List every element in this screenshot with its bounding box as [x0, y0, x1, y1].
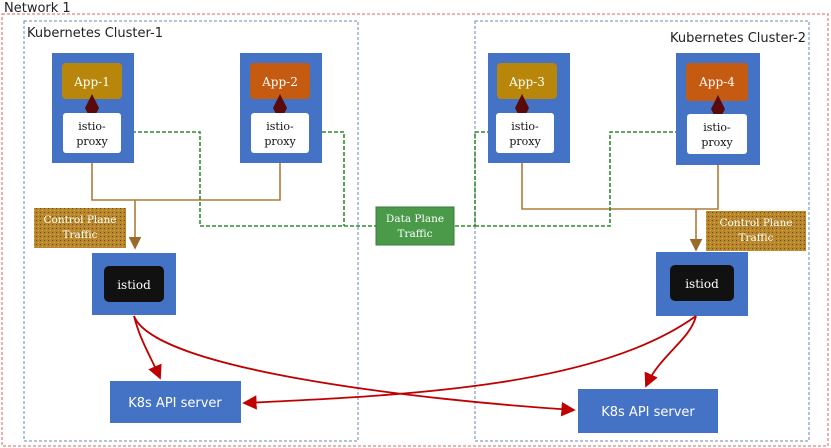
app-4-label: App-4: [698, 75, 735, 89]
app-2-box: [250, 63, 310, 99]
svg-text:Traffic: Traffic: [398, 228, 433, 240]
istio-proxy-3-line1: istio-: [511, 120, 539, 133]
app-1-label: App-1: [73, 75, 110, 89]
k8s-api-server-2[interactable]: K8s API server: [578, 389, 718, 433]
app-1-box: [62, 63, 122, 99]
svg-text:Control Plane: Control Plane: [719, 217, 792, 229]
network-boundary: [1, 13, 829, 447]
app-3-label: App-3: [508, 75, 545, 89]
istio-proxy-1: [63, 113, 121, 153]
cluster-2-label: Kubernetes Cluster-2: [670, 31, 806, 46]
control-plane-traffic-label-1: Control Plane Traffic: [34, 208, 126, 248]
pod-app-2[interactable]: App-2 istio- proxy: [240, 53, 322, 163]
istio-proxy-3-line2: proxy: [509, 135, 541, 148]
control-plane-lines: [91, 156, 719, 252]
istio-proxy-4-line1: istio-: [703, 121, 731, 134]
pod-app-3[interactable]: App-3 istio- proxy: [488, 53, 570, 163]
app-2-label: App-2: [261, 75, 298, 89]
app-4-box: [686, 63, 748, 101]
istio-proxy-1-line2: proxy: [76, 135, 108, 148]
istio-proxy-2-line2: proxy: [264, 135, 296, 148]
k8s-api-server-1[interactable]: K8s API server: [110, 381, 241, 423]
app-3-box: [497, 63, 557, 99]
network-label: Network 1: [4, 1, 71, 16]
istio-proxy-3: [496, 113, 554, 153]
api-server-watch-lines: [133, 315, 697, 417]
pod-app-1[interactable]: App-1 istio- proxy: [52, 53, 134, 163]
istio-proxy-1-line1: istio-: [78, 120, 106, 133]
svg-text:Traffic: Traffic: [739, 232, 774, 244]
svg-text:Control Plane: Control Plane: [43, 214, 116, 226]
istio-proxy-4: [687, 114, 747, 154]
istio-proxy-2: [251, 113, 309, 153]
svg-text:istiod: istiod: [117, 278, 151, 292]
svg-text:K8s API server: K8s API server: [128, 396, 222, 411]
istio-proxy-2-line1: istio-: [266, 120, 294, 133]
istio-proxy-4-line2: proxy: [701, 136, 733, 149]
cluster-2-boundary: [474, 20, 810, 442]
cluster-1-boundary: [23, 20, 359, 442]
control-plane-traffic-label-2: Control Plane Traffic: [706, 211, 806, 251]
svg-text:Traffic: Traffic: [63, 229, 98, 241]
pod-app-4[interactable]: App-4 istio- proxy: [676, 53, 760, 165]
svg-text:Data Plane: Data Plane: [386, 213, 444, 225]
svg-text:K8s API server: K8s API server: [601, 405, 695, 420]
svg-text:istiod: istiod: [685, 277, 719, 291]
cluster-1-label: Kubernetes Cluster-1: [27, 26, 163, 41]
istiod-1[interactable]: istiod: [92, 253, 176, 315]
data-plane-lines: [126, 131, 683, 227]
data-plane-traffic-label: Data Plane Traffic: [375, 206, 455, 246]
istiod-2[interactable]: istiod: [656, 252, 748, 316]
